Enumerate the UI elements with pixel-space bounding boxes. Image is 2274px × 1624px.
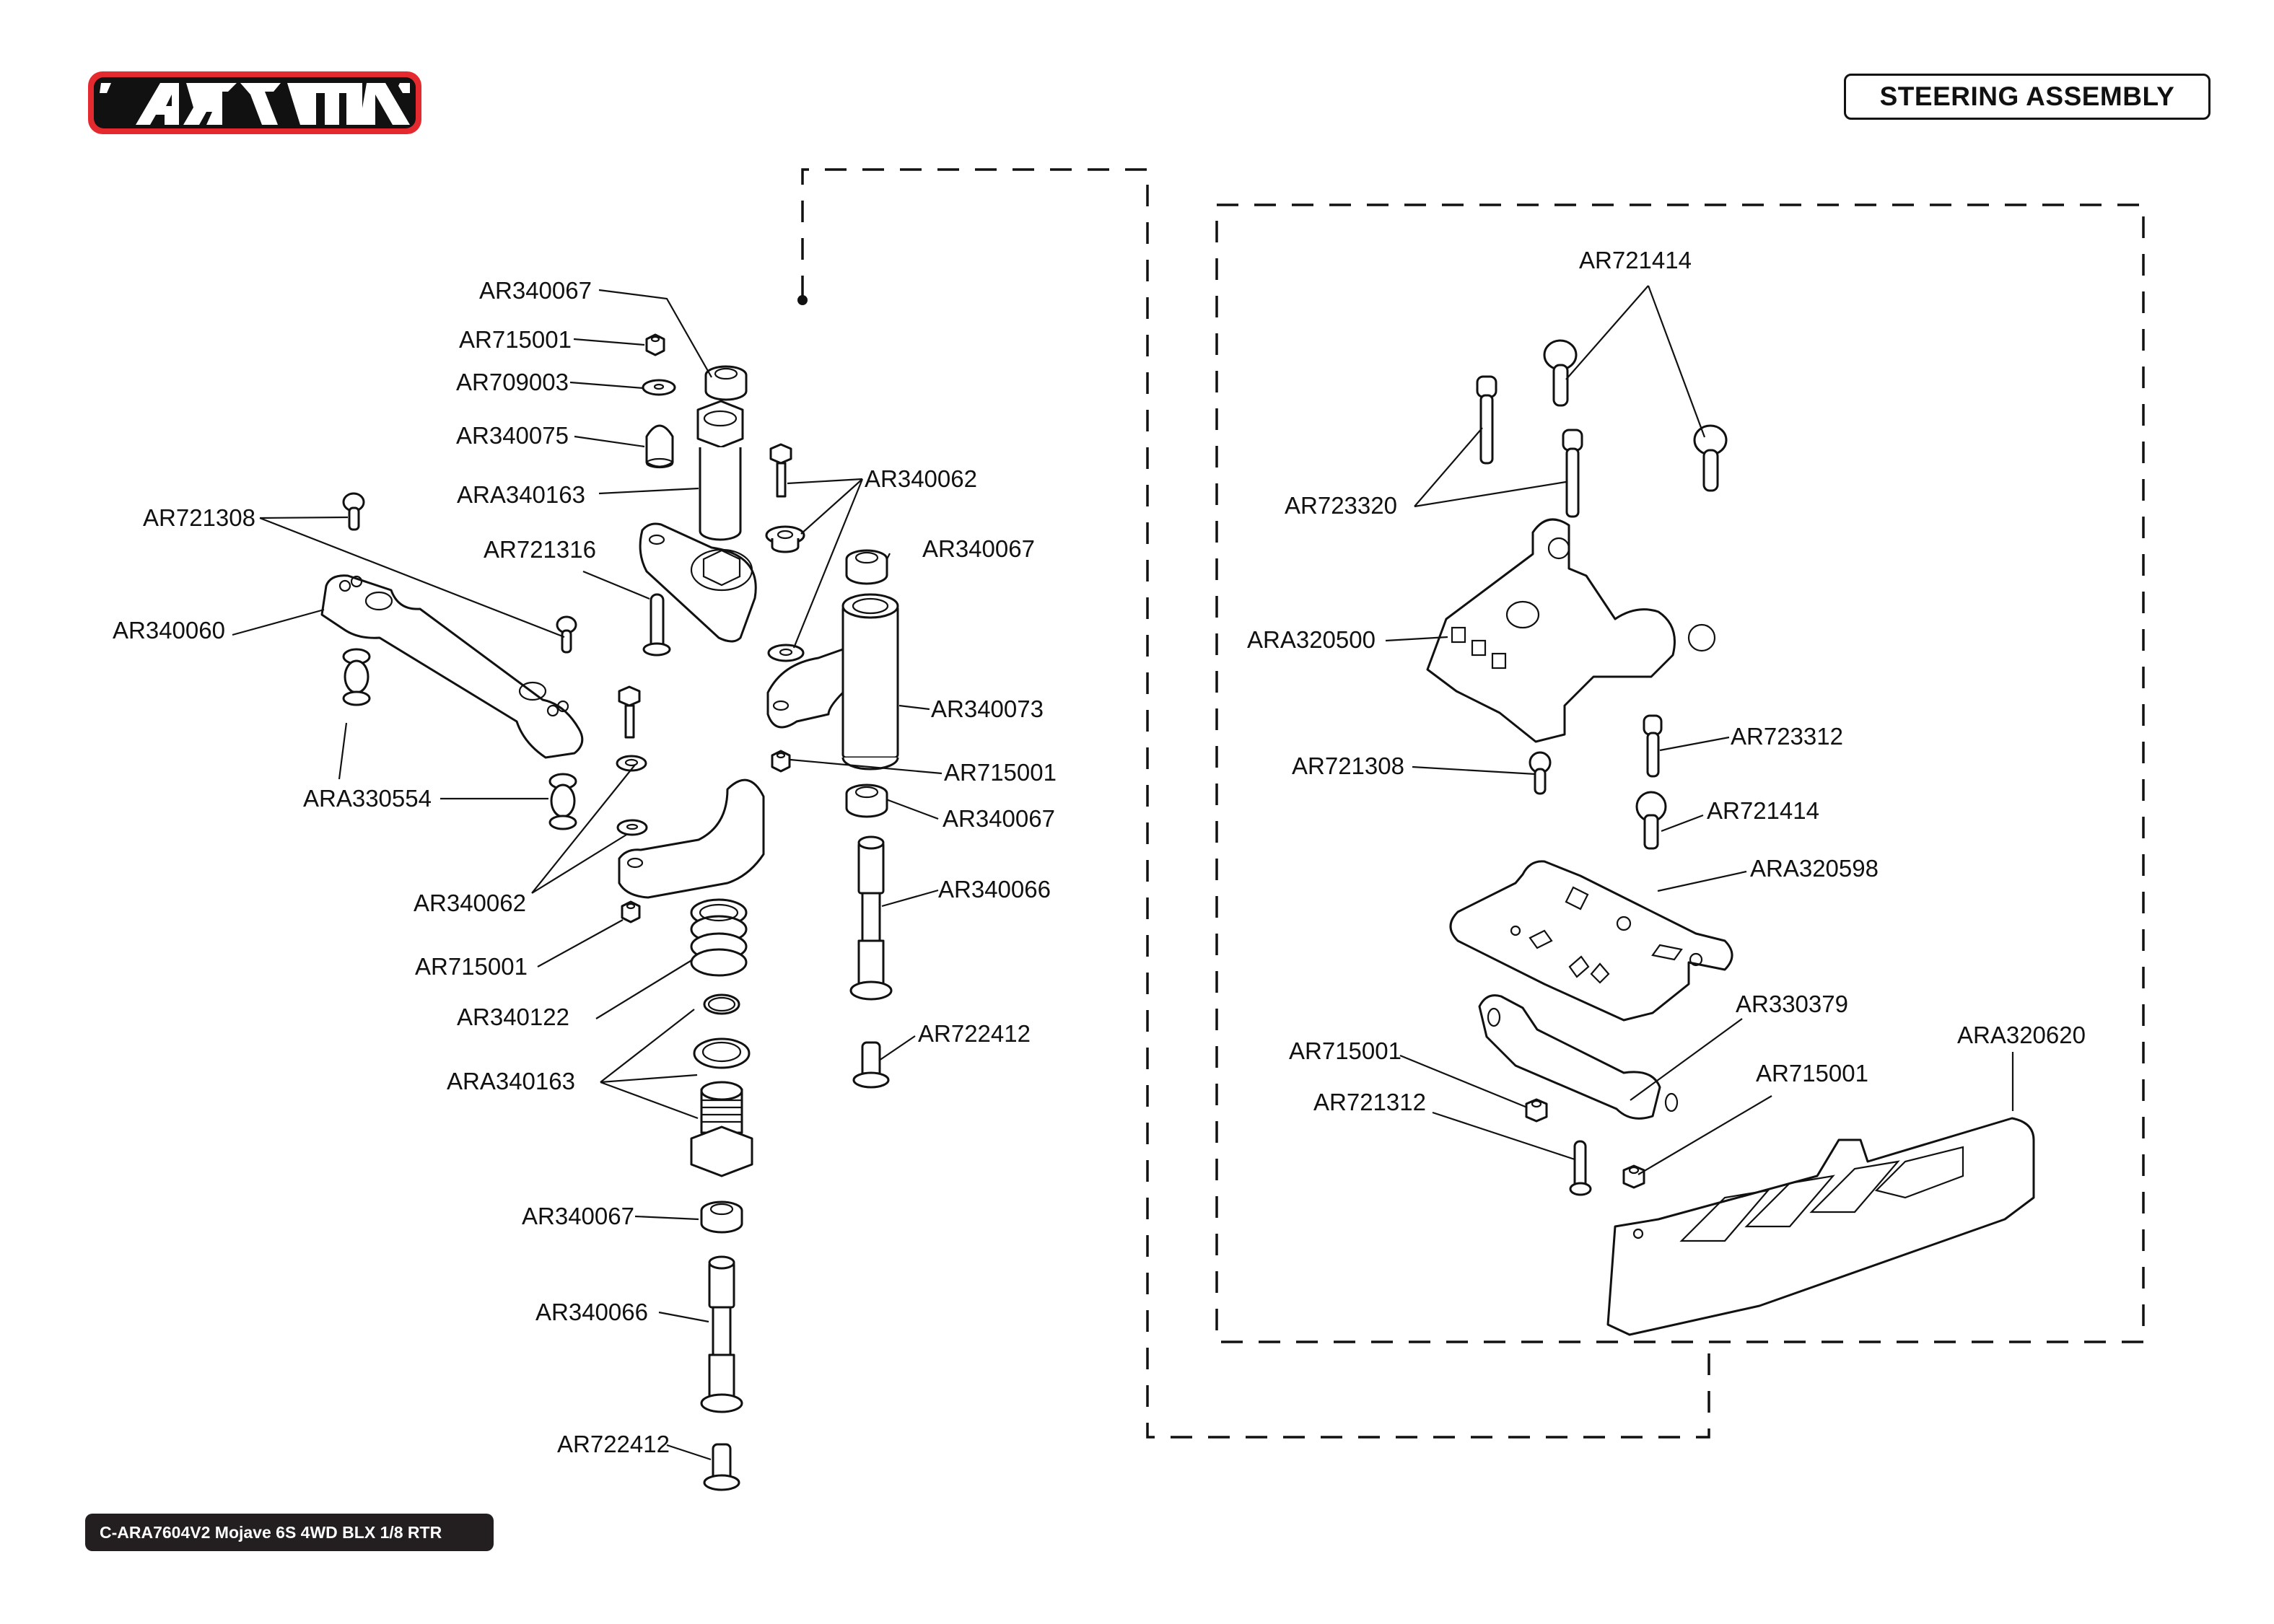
part-label[interactable]: AR721316 — [484, 536, 596, 563]
part-label[interactable]: AR340066 — [535, 1299, 648, 1325]
washer-mid — [767, 644, 805, 662]
screw-ar721414-b — [1693, 424, 1728, 492]
bushing-ar340067-low — [845, 784, 888, 818]
servo-mount-ara320500 — [1426, 518, 1716, 743]
part-label[interactable]: AR330379 — [1736, 991, 1848, 1017]
part-label[interactable]: AR340122 — [457, 1004, 569, 1030]
part-label[interactable]: AR721308 — [143, 504, 255, 531]
part-label[interactable]: AR340062 — [865, 465, 977, 492]
part-label[interactable]: AR340073 — [931, 695, 1044, 722]
drag-link-ar340060 — [320, 574, 584, 759]
part-label[interactable]: AR723320 — [1285, 492, 1397, 519]
servo-saver-tube — [696, 400, 744, 541]
pin-ar721316 — [642, 593, 671, 657]
bolt-ar340062-b — [618, 685, 641, 739]
arm-ar330379 — [1478, 994, 1679, 1120]
flange-bushing-b — [616, 755, 647, 772]
spring-ar340122 — [690, 898, 748, 977]
screw-ar721414-c — [1635, 791, 1667, 850]
nut-ar715001-right-a — [1525, 1098, 1548, 1123]
part-label[interactable]: AR722412 — [918, 1020, 1031, 1047]
part-label[interactable]: AR715001 — [1756, 1060, 1868, 1087]
part-label[interactable]: AR715001 — [415, 953, 528, 980]
threaded-collar — [690, 1081, 753, 1177]
bushing-top — [704, 365, 748, 401]
ball-end-ara330554-b — [548, 773, 577, 830]
part-label[interactable]: ARA340163 — [447, 1068, 575, 1094]
part-label[interactable]: AR715001 — [944, 759, 1057, 786]
brace-ara320620 — [1606, 1117, 2035, 1336]
part-label[interactable]: AR721308 — [1292, 752, 1404, 779]
part-label[interactable]: AR340066 — [938, 876, 1051, 903]
part-label[interactable]: AR340067 — [479, 277, 592, 304]
part-label[interactable]: ARA320620 — [1957, 1022, 2086, 1048]
part-label[interactable]: AR723312 — [1731, 723, 1843, 750]
ball-stud-top — [645, 424, 674, 469]
arrma-logo — [88, 71, 421, 134]
washer-top — [642, 379, 676, 396]
bushing-ar340067-mid — [845, 549, 888, 585]
nut-top — [645, 333, 665, 356]
screw-ar721414-a — [1543, 339, 1578, 407]
screw-ar721308-b — [556, 615, 577, 654]
nut-ar715001-low — [621, 900, 641, 923]
part-label[interactable]: AR721312 — [1313, 1089, 1426, 1115]
right-labels: AR721414 AR723320 ARA320500 AR723312 AR7… — [1247, 247, 2086, 1115]
part-label[interactable]: AR715001 — [1289, 1037, 1401, 1064]
bolt-ar340062 — [769, 443, 792, 498]
model-footer: C-ARA7604V2 Mojave 6S 4WD BLX 1/8 RTR — [85, 1514, 494, 1551]
part-label[interactable]: AR709003 — [456, 369, 569, 395]
post-ar340066-bottom — [700, 1255, 743, 1413]
part-label[interactable]: AR340067 — [943, 805, 1055, 832]
bushing-ar340067-bottom — [700, 1201, 743, 1234]
shim-ring — [703, 993, 740, 1015]
screw-ar723320-a — [1476, 375, 1497, 465]
model-name: C-ARA7604V2 Mojave 6S 4WD BLX 1/8 RTR — [100, 1522, 442, 1542]
part-label[interactable]: AR340075 — [456, 422, 569, 449]
pin-ar721312 — [1569, 1140, 1592, 1196]
part-label[interactable]: AR721414 — [1707, 797, 1819, 824]
post-ar340066-right — [849, 835, 893, 1001]
connector-dot — [797, 295, 808, 305]
part-label[interactable]: AR722412 — [557, 1431, 670, 1457]
connector-frame-outer — [801, 168, 1710, 1439]
part-label[interactable]: ARA330554 — [303, 785, 432, 812]
nut-ar715001-mid — [771, 750, 791, 773]
washer-ring — [693, 1037, 751, 1069]
plate-ara320598 — [1449, 860, 1733, 1022]
washer-low — [616, 819, 648, 836]
page-title: STEERING ASSEMBLY — [1844, 74, 2210, 120]
part-label[interactable]: AR340067 — [922, 535, 1035, 562]
flange-bushing — [765, 525, 805, 553]
part-label[interactable]: AR715001 — [459, 326, 572, 353]
bellcrank-ar340073 — [766, 593, 899, 771]
screw-ar721308-right — [1529, 751, 1552, 795]
screw-ar723312 — [1643, 714, 1663, 778]
steering-arm-upper — [639, 522, 757, 643]
part-label[interactable]: ARA320598 — [1750, 855, 1879, 882]
detail-frame — [1215, 203, 2145, 1343]
screw-ar721308-a — [342, 492, 365, 531]
ball-end-ara330554-a — [342, 648, 371, 706]
part-label[interactable]: AR340062 — [414, 890, 526, 916]
leader-lines — [232, 285, 2014, 1461]
part-label[interactable]: AR721414 — [1579, 247, 1692, 273]
part-label[interactable]: ARA340163 — [457, 481, 585, 508]
part-label[interactable]: AR340060 — [113, 617, 225, 644]
part-label[interactable]: ARA320500 — [1247, 626, 1376, 653]
screw-ar723320-b — [1562, 429, 1583, 518]
steering-arm-lower — [618, 778, 765, 899]
left-labels: AR340067 AR715001 AR709003 AR340075 ARA3… — [113, 277, 1057, 1457]
screw-ar722412-bottom — [703, 1443, 740, 1491]
part-label[interactable]: AR340067 — [522, 1203, 634, 1229]
nut-ar715001-right-b — [1622, 1164, 1645, 1189]
screw-ar722412-right — [852, 1041, 890, 1089]
